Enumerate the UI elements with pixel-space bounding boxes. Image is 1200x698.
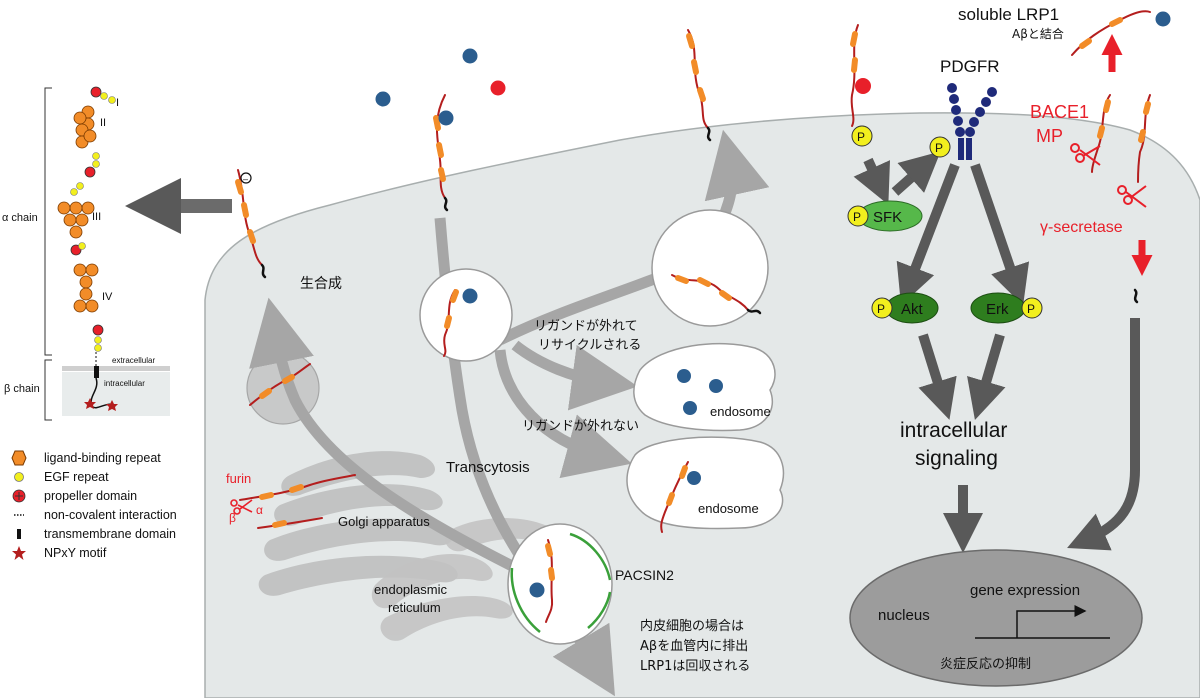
star-icon xyxy=(8,545,30,561)
sfk-label: SFK xyxy=(873,209,902,226)
p-erk-label: P xyxy=(1027,302,1035,316)
domain-label-iv: IV xyxy=(102,291,113,303)
minus-sign: – xyxy=(243,174,248,184)
recycle-label-2: リサイクルされる xyxy=(538,338,641,353)
endosome-upper xyxy=(633,342,776,432)
legend-item-non-covalent: non-covalent interaction xyxy=(8,505,208,524)
furin-label: furin xyxy=(226,471,251,486)
p-akt xyxy=(871,297,893,319)
release-arrows xyxy=(1101,34,1153,276)
endosome-arrow-1 xyxy=(511,340,638,411)
transcytosis-label: Transcytosis xyxy=(446,459,530,476)
legend: ligand-binding repeat EGF repeat propell… xyxy=(8,448,208,562)
golgi-apparatus xyxy=(258,451,458,596)
intracellular-label: intracellular xyxy=(104,379,145,388)
beta-cleavage-label: β xyxy=(229,511,236,525)
p-pdgfr-label: P xyxy=(935,141,943,155)
legend-label: NPxY motif xyxy=(44,545,107,560)
hexagon-icon xyxy=(8,450,30,466)
bace1-label: BACE1 xyxy=(1030,102,1089,122)
endothelial-note-1: 内皮細胞の場合は xyxy=(640,618,744,634)
endothelial-note-3: LRP1は回収される xyxy=(640,659,750,674)
golgi-label: Golgi apparatus xyxy=(338,514,430,529)
propeller-icon xyxy=(8,488,30,504)
black-bar-icon xyxy=(8,526,30,542)
p-sfk-label: P xyxy=(853,210,861,224)
domain-label-i: I xyxy=(116,97,119,109)
early-endosome xyxy=(419,268,513,362)
domain-label-ii: II xyxy=(100,117,106,129)
p-pdgfr xyxy=(929,136,951,158)
gene-promoter-line xyxy=(975,611,1110,639)
erk-label: Erk xyxy=(986,301,1009,318)
alpha-chain-label: α chain xyxy=(2,212,38,224)
domain-label-iii: III xyxy=(92,211,101,223)
yellow-circle-icon xyxy=(8,469,30,485)
legend-label: EGF repeat xyxy=(44,469,109,484)
endosome-lower xyxy=(626,436,785,530)
recycle-label-1: リガンドが外れて xyxy=(534,319,638,334)
legend-label: non-covalent interaction xyxy=(44,507,177,522)
scissors-icon xyxy=(230,499,253,515)
not-released-label: リガンドが外れない xyxy=(522,419,639,434)
legend-item-transmembrane: transmembrane domain xyxy=(8,524,208,543)
legend-item-egf-repeat: EGF repeat xyxy=(8,467,208,486)
transcytosis-vesicle xyxy=(507,523,613,645)
nucleus-label: nucleus xyxy=(878,607,930,624)
endosome-label-1: endosome xyxy=(710,404,771,419)
legend-item-propeller-domain: propeller domain xyxy=(8,486,208,505)
intracellular-signaling-2: signaling xyxy=(915,447,998,470)
lrp1-domain-structure xyxy=(44,86,170,421)
legend-label: transmembrane domain xyxy=(44,526,177,541)
p-sfk xyxy=(847,205,869,227)
recycling-endosome xyxy=(651,209,769,327)
scissors-icon xyxy=(1117,185,1147,208)
ligands xyxy=(240,11,1171,598)
p-akt-label: P xyxy=(877,302,885,316)
intracellular-signaling-1: intracellular xyxy=(900,419,1007,442)
alpha-cleavage-label: α xyxy=(256,503,263,517)
pacsin2-coat xyxy=(510,532,612,633)
legend-label: ligand-binding repeat xyxy=(44,450,161,465)
dotted-line-icon xyxy=(8,507,30,523)
extracellular-label: extracellular xyxy=(112,356,155,365)
er-label-1: endoplasmic xyxy=(374,582,447,597)
gamma-secretase-label: γ-secretase xyxy=(1040,219,1123,236)
abeta-binding-label: Aβと結合 xyxy=(1012,26,1064,41)
signaling-arrows xyxy=(853,151,1140,553)
endothelial-note-2: Aβを血管内に排出 xyxy=(640,638,748,654)
pacsin2-label: PACSIN2 xyxy=(615,567,674,583)
p-lrp1 xyxy=(851,125,873,147)
pdgfr-label: PDGFR xyxy=(940,57,1000,76)
nucleus xyxy=(849,549,1143,687)
scissors-icon xyxy=(1070,143,1101,166)
akt-label: Akt xyxy=(901,301,924,318)
beta-chain-label: β chain xyxy=(4,383,40,395)
gene-expression-label: gene expression xyxy=(970,582,1080,599)
endosome-label-2: endosome xyxy=(698,501,759,516)
er-label-2: reticulum xyxy=(388,600,441,615)
biosynthesis-label: 生合成 xyxy=(300,276,342,292)
biosynthesis-arrow xyxy=(249,297,533,580)
legend-label: propeller domain xyxy=(44,488,138,503)
p-lrp1-label: P xyxy=(857,130,865,144)
legend-item-npxy: NPxY motif xyxy=(8,543,208,562)
pdgfr-receptor xyxy=(947,83,997,160)
mp-label: MP xyxy=(1036,126,1063,146)
lrp1-receptors xyxy=(235,10,1151,623)
p-erk xyxy=(1021,297,1043,319)
endosome-arrow-2 xyxy=(494,349,632,479)
legend-item-ligand-binding-repeat: ligand-binding repeat xyxy=(8,448,208,467)
soluble-lrp1-label: soluble LRP1 xyxy=(958,5,1059,24)
inflammation-label: 炎症反応の抑制 xyxy=(940,657,1031,672)
